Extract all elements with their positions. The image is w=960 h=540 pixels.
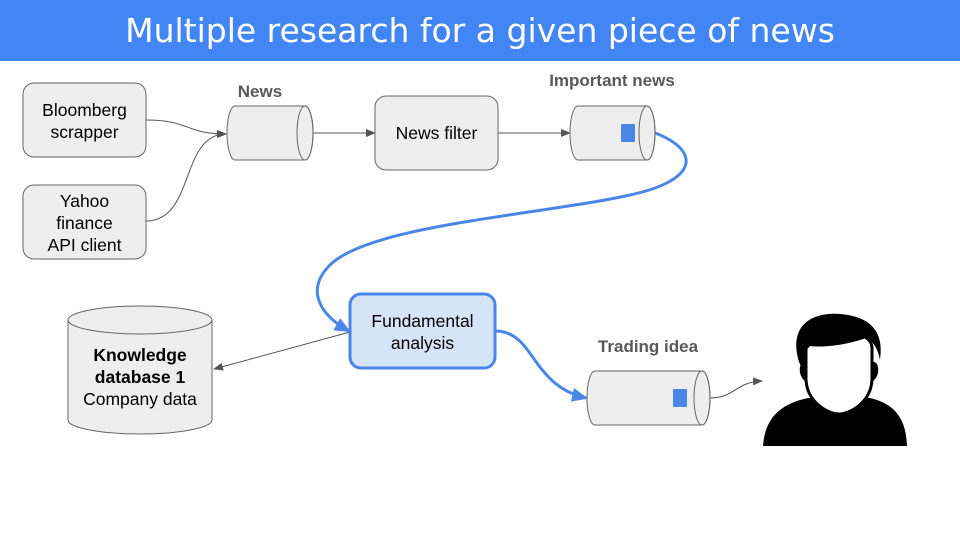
connector-knowledge-fundamental — [213, 325, 360, 371]
fundamental-analysis-node: Fundamental analysis — [348, 292, 497, 370]
yahoo-finance-node: Yahoo finance API client — [22, 184, 147, 260]
knowledge-database-node: Knowledge database 1 Company data — [67, 305, 213, 435]
bloomberg-line1: Bloomberg — [42, 100, 127, 120]
yahoo-line1: Yahoo — [60, 191, 109, 211]
knowledge-line2: database 1 — [95, 367, 186, 387]
news-queue-label: News — [238, 82, 282, 101]
news-filter-node: News filter — [374, 95, 499, 171]
message-icon — [621, 124, 635, 142]
message-icon — [673, 389, 687, 407]
slide-title: Multiple research for a given piece of n… — [0, 0, 960, 61]
yahoo-line3: API client — [48, 235, 122, 255]
news-filter-label: News filter — [396, 123, 478, 143]
knowledge-line1: Knowledge — [93, 345, 187, 365]
news-queue — [226, 105, 314, 161]
fundamental-line1: Fundamental — [371, 311, 473, 331]
person-icon — [763, 313, 907, 446]
fundamental-line2: analysis — [391, 333, 454, 353]
important-news-label: Important news — [549, 71, 675, 90]
connector-trading-person — [709, 377, 763, 399]
bloomberg-line2: scrapper — [50, 122, 118, 142]
important-news-queue — [569, 105, 656, 161]
connector-bloomberg-news — [145, 119, 227, 138]
trading-idea-queue — [586, 370, 711, 426]
knowledge-line3: Company data — [83, 389, 197, 409]
connector-yahoo-news — [145, 130, 227, 222]
flow-important-to-fundamental — [316, 131, 688, 333]
trading-idea-label: Trading idea — [598, 337, 699, 356]
yahoo-line2: finance — [56, 213, 112, 233]
flow-fundamental-to-trading — [494, 329, 588, 402]
bloomberg-scrapper-node: Bloomberg scrapper — [22, 82, 147, 158]
